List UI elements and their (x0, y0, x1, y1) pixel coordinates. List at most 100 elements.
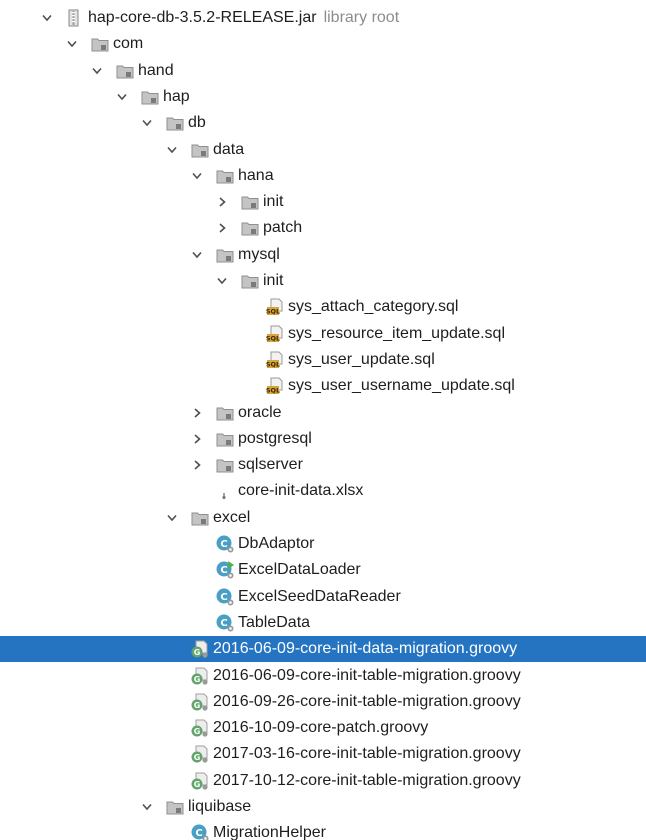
tree-item-label: MigrationHelper (213, 824, 326, 840)
chevron-down-icon[interactable] (166, 144, 178, 156)
tree-item-label: data (213, 140, 245, 158)
package-icon (241, 272, 259, 290)
groovy-file-icon: G (191, 745, 209, 763)
package-icon (241, 193, 259, 211)
class-icon: C (216, 614, 234, 632)
tree-item-label: hap (163, 87, 190, 105)
chevron-down-icon[interactable] (66, 38, 78, 50)
svg-text:C: C (220, 539, 227, 550)
tree-row[interactable]: hana (0, 163, 646, 189)
tree-item-label: db (188, 114, 206, 132)
svg-text:G: G (194, 727, 201, 736)
tree-item-label: liquibase (188, 798, 252, 815)
tree-item-label: core-init-data.xlsx (238, 482, 364, 500)
package-icon (216, 404, 234, 422)
tree-item-label: 2017-03-16-core-init-table-migration.gro… (213, 745, 521, 763)
sql-file-icon: SQL (266, 351, 284, 369)
chevron-down-icon[interactable] (116, 91, 128, 103)
package-icon (91, 35, 109, 53)
sql-file-icon: SQL (266, 325, 284, 343)
jar-icon (66, 9, 84, 27)
tree-row[interactable]: init (0, 268, 646, 294)
tree-row[interactable]: hap (0, 84, 646, 110)
tree-item-label: 2016-10-09-core-patch.groovy (213, 719, 429, 737)
groovy-file-icon: G (191, 719, 209, 737)
sql-file-icon: SQL (266, 298, 284, 316)
svg-text:SQL: SQL (266, 387, 280, 395)
tree-row[interactable]: data (0, 137, 646, 163)
tree-item-label: patch (263, 219, 303, 237)
chevron-right-icon[interactable] (216, 196, 228, 208)
tree-row[interactable]: com (0, 31, 646, 57)
tree-row[interactable]: G 2017-03-16-core-init-table-migration.gr… (0, 741, 646, 767)
tree-row[interactable]: core-init-data.xlsx (0, 478, 646, 504)
tree-row[interactable]: C TableData (0, 610, 646, 636)
tree-row[interactable]: mysql (0, 242, 646, 268)
generic-file-icon (216, 482, 234, 500)
chevron-down-icon[interactable] (216, 275, 228, 287)
tree-row[interactable]: liquibase (0, 794, 646, 820)
svg-text:C: C (220, 592, 227, 603)
tree-row[interactable]: init (0, 189, 646, 215)
package-icon (141, 88, 159, 106)
chevron-right-icon[interactable] (191, 407, 203, 419)
tree-row[interactable]: G 2016-10-09-core-patch.groovy (0, 715, 646, 741)
tree-item-label: 2016-09-26-core-init-table-migration.gro… (213, 692, 521, 710)
tree-row[interactable]: C DbAdaptor (0, 531, 646, 557)
chevron-down-icon[interactable] (166, 512, 178, 524)
svg-text:G: G (194, 754, 201, 763)
svg-text:C: C (220, 618, 227, 629)
tree-item-label: init (263, 193, 284, 211)
chevron-right-icon[interactable] (216, 222, 228, 234)
tree-item-label: mysql (238, 245, 280, 263)
tree-item-label: TableData (238, 613, 311, 631)
tree-row[interactable]: excel (0, 505, 646, 531)
tree-row[interactable]: sqlserver (0, 452, 646, 478)
tree-row[interactable]: db (0, 110, 646, 136)
tree-row[interactable]: patch (0, 215, 646, 241)
tree-item-label: excel (213, 508, 251, 526)
chevron-right-icon[interactable] (191, 459, 203, 471)
chevron-down-icon[interactable] (91, 65, 103, 77)
library-root-hint: library root (323, 9, 400, 26)
tree-row[interactable]: oracle (0, 400, 646, 426)
tree-item-label: oracle (238, 403, 282, 421)
package-icon (166, 114, 184, 132)
chevron-right-icon[interactable] (191, 433, 203, 445)
chevron-down-icon[interactable] (141, 801, 153, 813)
chevron-down-icon[interactable] (191, 249, 203, 261)
package-icon (216, 456, 234, 474)
tree-item-label: 2017-10-12-core-init-table-migration.gro… (213, 771, 521, 789)
tree-item-label: DbAdaptor (238, 535, 315, 552)
package-icon (191, 509, 209, 527)
tree-row[interactable]: hand (0, 58, 646, 84)
tree-item-label: com (113, 35, 144, 53)
class-icon: C (216, 588, 234, 606)
tree-item-label: 2016-06-09-core-init-data-migration.groo… (213, 640, 518, 658)
runnable-class-icon: C (216, 561, 234, 579)
class-icon: C (216, 535, 234, 553)
groovy-file-icon: G (191, 667, 209, 685)
groovy-file-icon: G (191, 640, 209, 658)
tree-item-label: sys_resource_item_update.sql (288, 324, 506, 342)
tree-item-label: sys_attach_category.sql (288, 298, 459, 316)
tree-item-label: sys_user_update.sql (288, 350, 435, 368)
chevron-down-icon[interactable] (41, 12, 53, 24)
tree-row[interactable]: postgresql (0, 426, 646, 452)
chevron-down-icon[interactable] (191, 170, 203, 182)
chevron-down-icon[interactable] (141, 117, 153, 129)
tree-item-label: 2016-06-09-core-init-table-migration.gro… (213, 666, 521, 684)
class-icon: C (191, 824, 209, 840)
